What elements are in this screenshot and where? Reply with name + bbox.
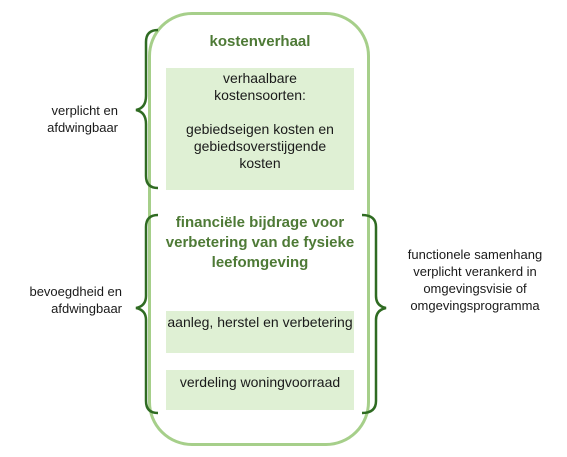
kostensoorten-box: verhaalbare kostensoorten: gebiedseigen … <box>166 68 354 190</box>
spacer <box>176 104 344 121</box>
financiele-bijdrage-title: financiële bijdrage voor verbetering van… <box>165 214 355 271</box>
kostensoorten-body: gebiedseigen kosten en gebiedsoverstijge… <box>186 121 334 171</box>
label-bevoegdheid-afdwingbaar: bevoegdheid en afdwingbaar <box>29 284 122 316</box>
label-verplicht-afdwingbaar: verplicht en afdwingbaar <box>47 103 118 135</box>
label-functionele-samenhang: functionele samenhang verplicht veranker… <box>407 247 543 313</box>
aanleg-box: aanleg, herstel en verbetering <box>166 311 354 353</box>
verdeling-box: verdeling woningvoorraad <box>166 370 354 410</box>
kostensoorten-heading: verhaalbare kostensoorten: <box>214 70 306 103</box>
kostenverhaal-title: kostenverhaal <box>209 33 311 50</box>
